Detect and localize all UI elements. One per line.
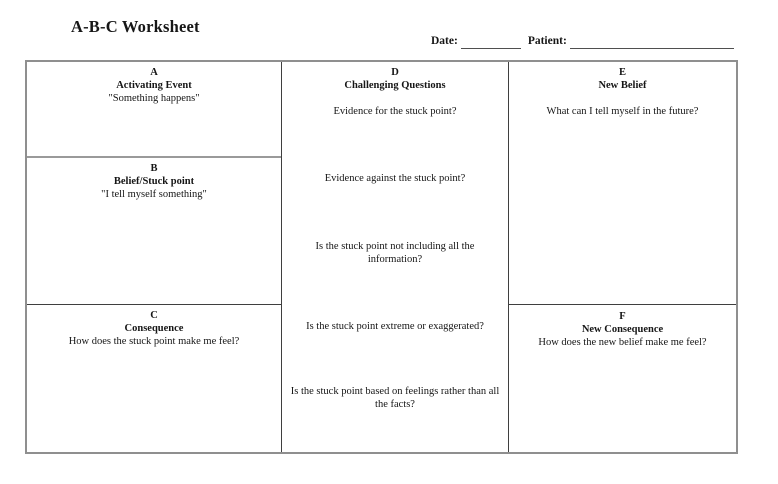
- header-fields: Date: Patient:: [431, 32, 734, 49]
- date-blank-line: [460, 36, 521, 49]
- challenging-question-5: Is the stuck point based on feelings rat…: [290, 386, 500, 410]
- cell-d-letter: D: [391, 67, 399, 78]
- cell-b-letter: B: [150, 163, 158, 174]
- cell-c-letter: C: [150, 310, 158, 321]
- date-label: Date:: [431, 35, 458, 47]
- challenging-question-1: Evidence for the stuck point?: [333, 106, 457, 117]
- cell-b-subtext: "I tell myself something": [101, 189, 207, 200]
- challenging-question-4: Is the stuck point extreme or exaggerate…: [306, 321, 484, 332]
- cell-activating-event: A Activating Event "Something happens": [27, 62, 281, 158]
- cell-f-subtext: How does the new belief make me feel?: [538, 337, 707, 348]
- cell-a-letter: A: [150, 67, 158, 78]
- cell-d-heading: Challenging Questions: [344, 80, 446, 91]
- challenging-question-2: Evidence against the stuck point?: [324, 173, 466, 184]
- patient-blank-line: [569, 36, 734, 49]
- cell-belief-stuck-point: B Belief/Stuck point "I tell myself some…: [27, 158, 281, 305]
- cell-new-belief: E New Belief What can I tell myself in t…: [509, 62, 736, 305]
- cell-challenging-questions: D Challenging Questions Evidence for the…: [281, 62, 509, 452]
- cell-new-consequence: F New Consequence How does the new belie…: [509, 305, 736, 452]
- cell-e-subtext: What can I tell myself in the future?: [546, 106, 699, 117]
- patient-label: Patient:: [527, 35, 567, 47]
- worksheet-table: A Activating Event "Something happens" B…: [25, 60, 738, 454]
- cell-f-letter: F: [619, 311, 626, 322]
- cell-c-heading: Consequence: [124, 323, 184, 334]
- page-title: A-B-C Worksheet: [71, 17, 200, 36]
- cell-e-heading: New Belief: [598, 80, 647, 91]
- challenging-question-3: Is the stuck point not including all the…: [315, 241, 475, 265]
- cell-f-heading: New Consequence: [581, 324, 664, 335]
- cell-e-letter: E: [618, 67, 626, 78]
- cell-a-heading: Activating Event: [116, 80, 192, 91]
- cell-consequence: C Consequence How does the stuck point m…: [27, 305, 281, 452]
- cell-a-subtext: "Something happens": [108, 93, 200, 104]
- cell-c-subtext: How does the stuck point make me feel?: [68, 336, 240, 347]
- cell-b-heading: Belief/Stuck point: [113, 176, 195, 187]
